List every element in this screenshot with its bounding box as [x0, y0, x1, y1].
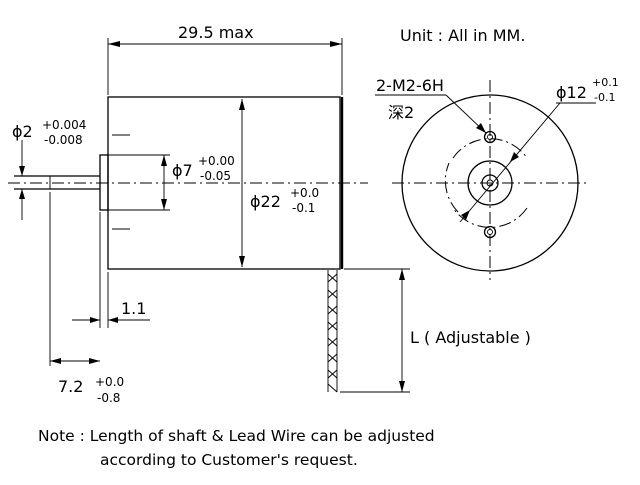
tapped-hole-bottom [483, 225, 497, 239]
pcd-arc-top [452, 138, 528, 159]
boss-dia-main: ϕ7 [172, 161, 193, 180]
dim-boss-diameter: ϕ7 +0.00 -0.05 [108, 154, 235, 211]
motor-body-side-view [8, 96, 368, 270]
body-length-label: 29.5 max [178, 23, 254, 42]
shaft-length-main: 7.2 [58, 377, 83, 396]
boss-dia-tol-lower: -0.05 [200, 169, 231, 183]
note-line-2: according to Customer's request. [100, 451, 358, 469]
lead-wire-twist [327, 273, 338, 393]
body-dia-main: ϕ22 [250, 192, 281, 211]
shaft-dia-tol-upper: +0.004 [42, 118, 86, 132]
thread-spec-label: 2-M2-6H [376, 76, 444, 95]
pcd-dia-main: ϕ12 [556, 83, 587, 102]
note-line-1: Note : Length of shaft & Lead Wire can b… [38, 427, 435, 445]
boss-dia-tol-upper: +0.00 [198, 154, 235, 168]
unit-label: Unit : All in MM. [400, 26, 525, 45]
dim-shaft-diameter: ϕ2 +0.004 -0.008 [12, 118, 86, 220]
dim-body-length: 29.5 max [107, 23, 343, 95]
shaft-dia-tol-lower: -0.008 [44, 133, 83, 147]
pcd-dia-tol-upper: +0.1 [592, 76, 619, 89]
dim-wire-length: L ( Adjustable ) [340, 268, 531, 393]
motor-front-view [375, 80, 596, 280]
pcd-dia-tol-lower: -0.1 [594, 91, 615, 104]
pcd-arc-bottom [452, 207, 528, 228]
body-dia-tol-upper: +0.0 [290, 186, 319, 200]
shaft-dia-main: ϕ2 [12, 122, 33, 141]
lead-wire [327, 270, 338, 393]
thread-depth-label: 深2 [388, 103, 414, 122]
tapped-hole-top [483, 130, 497, 144]
dim-shaft-length: 7.2 +0.0 -0.8 [49, 192, 124, 405]
dim-boss-length: 1.1 [72, 212, 150, 328]
boss-length-label: 1.1 [121, 299, 146, 318]
pcd-leader [459, 102, 561, 223]
body-dia-tol-lower: -0.1 [292, 201, 315, 215]
shaft-length-tol-upper: +0.0 [95, 375, 124, 389]
shaft-length-tol-lower: -0.8 [97, 391, 120, 405]
wire-length-label: L ( Adjustable ) [410, 328, 531, 347]
dim-body-diameter: ϕ22 +0.0 -0.1 [239, 99, 319, 267]
